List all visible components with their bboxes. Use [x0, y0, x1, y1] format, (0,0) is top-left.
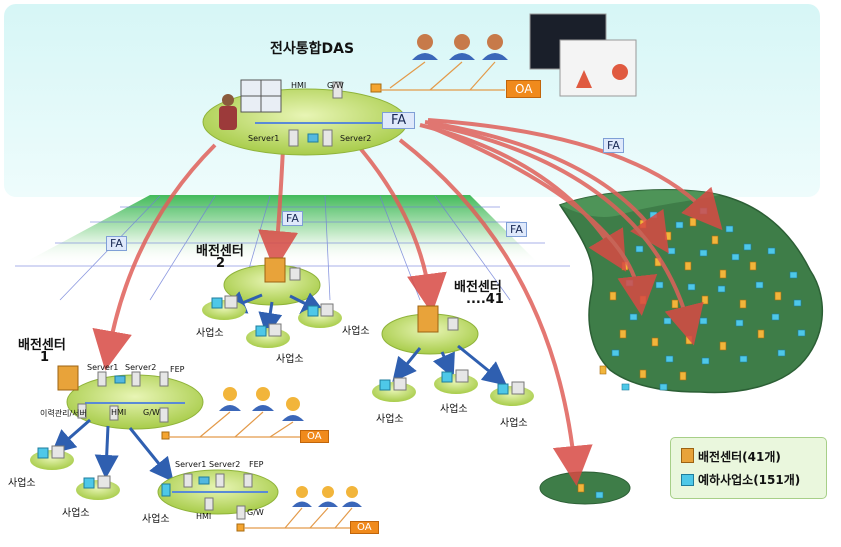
center1-server1-label: Server1: [87, 363, 119, 372]
center1-oa-badge: OA: [300, 430, 329, 443]
hq-hmi-label: HMI: [291, 81, 307, 90]
subnode-server2-label: Server2: [209, 460, 241, 469]
legend-center-label: 배전센터(41개): [698, 450, 781, 464]
hq-oa-badge: OA: [506, 80, 542, 98]
center41-links: [392, 344, 507, 386]
legend-item-office: 예하사업소(151개): [681, 471, 800, 488]
page-title: 전사통합DAS: [270, 41, 355, 57]
center2-building-icon: [264, 257, 286, 283]
server1-icon: [288, 129, 299, 147]
fa-tag-3: FA: [106, 236, 127, 251]
center1-office-3: 사업소: [142, 514, 170, 525]
subnode-fep-label: FEP: [249, 460, 264, 469]
fa-tag-4: FA: [506, 222, 527, 237]
fa-tag-1: FA: [603, 138, 624, 153]
center1-links: [51, 418, 174, 482]
subnode-server1-label: Server1: [175, 460, 207, 469]
oa-users-top: [380, 34, 508, 91]
legend-item-center: 배전센터(41개): [681, 448, 781, 465]
center41-building-icon: [417, 305, 439, 333]
oa-link-icon: [370, 83, 382, 93]
center2-office-2: 사업소: [276, 354, 304, 365]
center1-history-label: 이력관리/서버: [40, 409, 87, 418]
legend-office-label: 예하사업소(151개): [698, 473, 801, 487]
subnode-gw-label: G/W: [247, 508, 264, 517]
center2-office-3: 사업소: [342, 326, 370, 337]
monitoring-screens: [529, 13, 637, 97]
subnode-oa-badge: OA: [350, 521, 379, 534]
hq-server1-label: Server1: [248, 134, 280, 143]
center1-number: 1: [40, 350, 50, 365]
center1-office-2: 사업소: [62, 508, 90, 519]
center1-hmi-label: HMI: [111, 408, 127, 417]
center1-server2-label: Server2: [125, 363, 157, 372]
center2-office-1: 사업소: [196, 328, 224, 339]
server2-icon: [322, 129, 333, 147]
gw-server-icon: [332, 81, 343, 99]
operator-figure: [219, 94, 237, 130]
hq-fa-badge: FA: [382, 112, 416, 129]
center1-gw-label: G/W: [143, 408, 160, 417]
center1-office-1: 사업소: [8, 478, 36, 489]
building-icon: [681, 448, 694, 463]
center41-office-3: 사업소: [500, 418, 528, 429]
center2-name: 배전센터: [196, 244, 244, 259]
center1-name: 배전센터: [18, 338, 66, 353]
center41-name: 배전센터: [454, 280, 502, 295]
center2-offices: [202, 295, 342, 348]
legend-box: 배전센터(41개) 예하사업소(151개): [670, 437, 827, 499]
subnode-hmi-label: HMI: [196, 512, 212, 521]
center1-building-icon: [57, 365, 79, 391]
center41-offices: [372, 369, 534, 406]
center1-oa-users: [168, 387, 304, 438]
center2-number: 2: [216, 256, 226, 271]
center1-offices: [30, 445, 120, 500]
sky-panel: [4, 4, 820, 197]
fa-tag-2: FA: [282, 211, 303, 226]
hq-server2-label: Server2: [340, 134, 372, 143]
center41-office-1: 사업소: [376, 414, 404, 425]
subnode-oa-users: [244, 486, 362, 529]
center41-office-2: 사업소: [440, 404, 468, 415]
center41-number: ....41: [466, 292, 504, 307]
office-cube-icon: [681, 474, 694, 486]
jeju-island: [539, 471, 631, 505]
hq-gw-label: G/W: [327, 81, 344, 90]
center1-fep-label: FEP: [170, 365, 185, 374]
